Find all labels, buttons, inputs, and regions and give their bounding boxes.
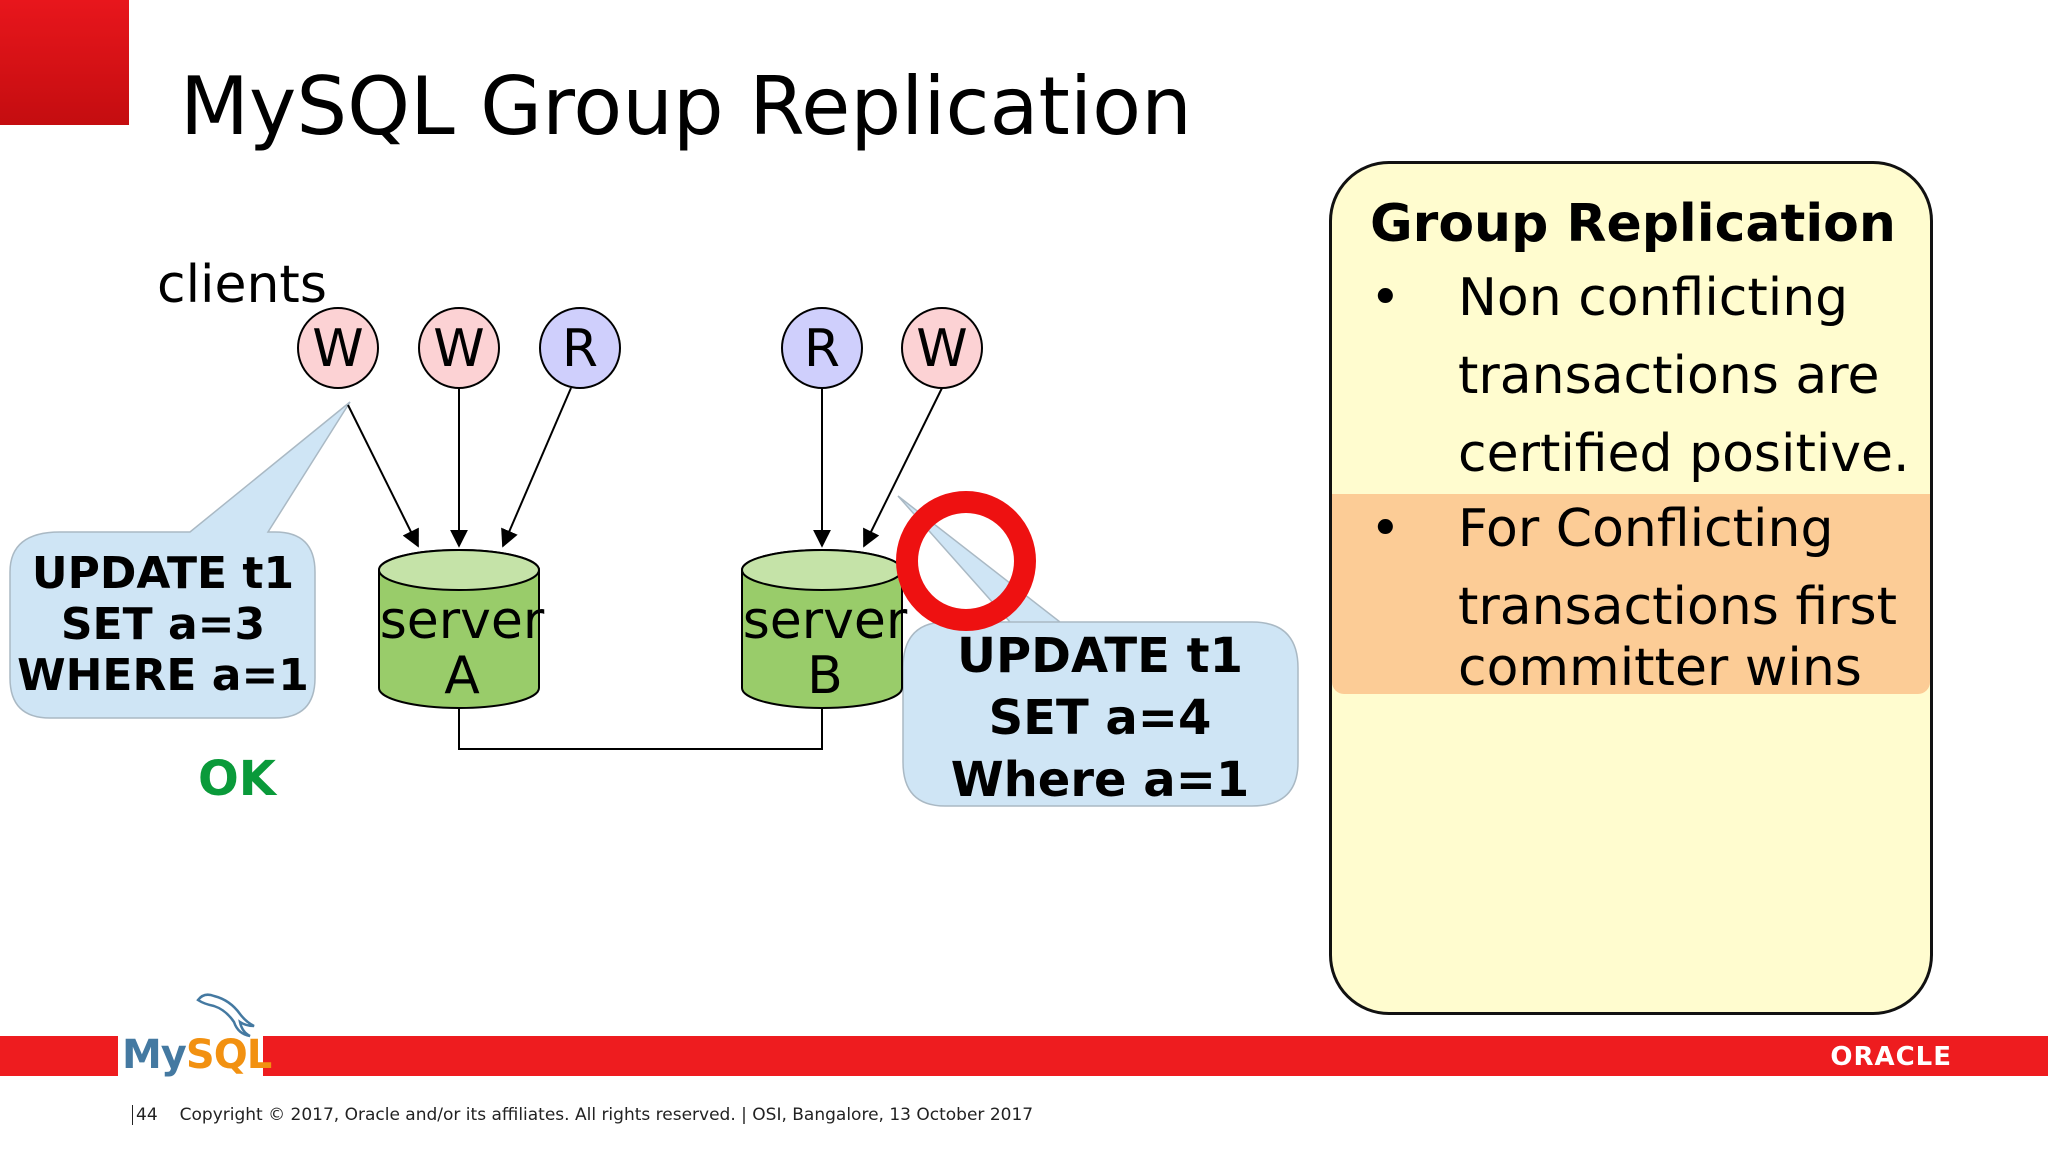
arrow-w3-to-b [863,387,943,548]
client-write-1-label: W [312,319,363,379]
server-b-label-line1: server [743,591,908,651]
callout-a-text: UPDATE t1 SET a=3 WHERE a=1 [14,548,312,701]
server-a-label-line1: server [380,591,545,651]
footer-bar [0,1036,2048,1076]
server-b-label-line2: B [807,646,843,706]
client-read-1 [539,307,621,389]
callout-a-line-1: UPDATE t1 [31,548,295,599]
client-write-2-label: W [433,319,484,379]
callout-b-bubble [897,495,1299,807]
mysql-logo: MySQL [118,990,272,1080]
callout-a-line-2: SET a=3 [60,599,266,650]
client-write-1 [297,307,379,389]
mysql-logo-my: My [122,1032,187,1078]
server-a-label-line2: A [444,646,480,706]
clients-label: clients [157,255,327,315]
callout-b-text: UPDATE t1 SET a=4 Where a=1 [905,625,1295,811]
bullet-dot: • [1370,268,1401,328]
footer-copyright: 44 Copyright © 2017, Oracle and/or its af… [132,1104,1033,1126]
bullet-1-line-2: transactions are [1458,346,1880,406]
callout-a-line-3: WHERE a=1 [17,650,309,701]
arrow-r1-to-a [501,387,572,548]
callout-b-line-2: SET a=4 [988,690,1212,746]
bullet-conflicting: • For Conflicting transactions first com… [1370,490,1897,707]
client-read-1-label: R [562,319,598,379]
callout-a-bubble [9,401,351,719]
bullet-1-line-1: Non conflicting [1458,268,1849,328]
client-write-3 [901,307,983,389]
server-b-top [741,549,903,591]
page-number: 44 [132,1105,158,1125]
result-ok-label: OK [198,751,276,807]
bullet-2-line-1: For Conflicting [1458,499,1834,559]
client-read-2 [781,307,863,389]
client-read-2-label: R [804,319,840,379]
page-title: MySQL Group Replication [180,60,1192,153]
info-box: Group Replication • Non conflicting tran… [1329,161,1933,1015]
bullet-1-line-3: certified positive. [1458,424,1910,484]
reject-ring-icon [896,491,1036,631]
dolphin-icon [196,993,255,1038]
server-link [458,705,823,750]
copyright-text: Copyright © 2017, Oracle and/or its affi… [179,1105,1034,1125]
callout-b-line-1: UPDATE t1 [956,628,1243,684]
arrow-w1-to-a [347,404,419,548]
bullet-2-line-2: transactions first [1458,577,1897,637]
oracle-logo: ORACLE [1830,1042,1952,1072]
red-corner-accent [0,0,129,125]
bullet-2-line-3: committer wins [1458,638,1862,698]
info-box-highlight [1332,494,1930,694]
server-a-top [378,549,540,591]
client-write-3-label: W [916,319,967,379]
mysql-logo-text: MySQL [122,1032,272,1078]
bullet-dot: • [1370,499,1401,559]
callout-b-line-3: Where a=1 [950,752,1250,808]
bullet-non-conflicting: • Non conflicting transactions are certi… [1370,259,1910,493]
mysql-logo-sql: SQL [185,1032,272,1078]
client-write-2 [418,307,500,389]
info-box-title: Group Replication [1370,194,1896,254]
